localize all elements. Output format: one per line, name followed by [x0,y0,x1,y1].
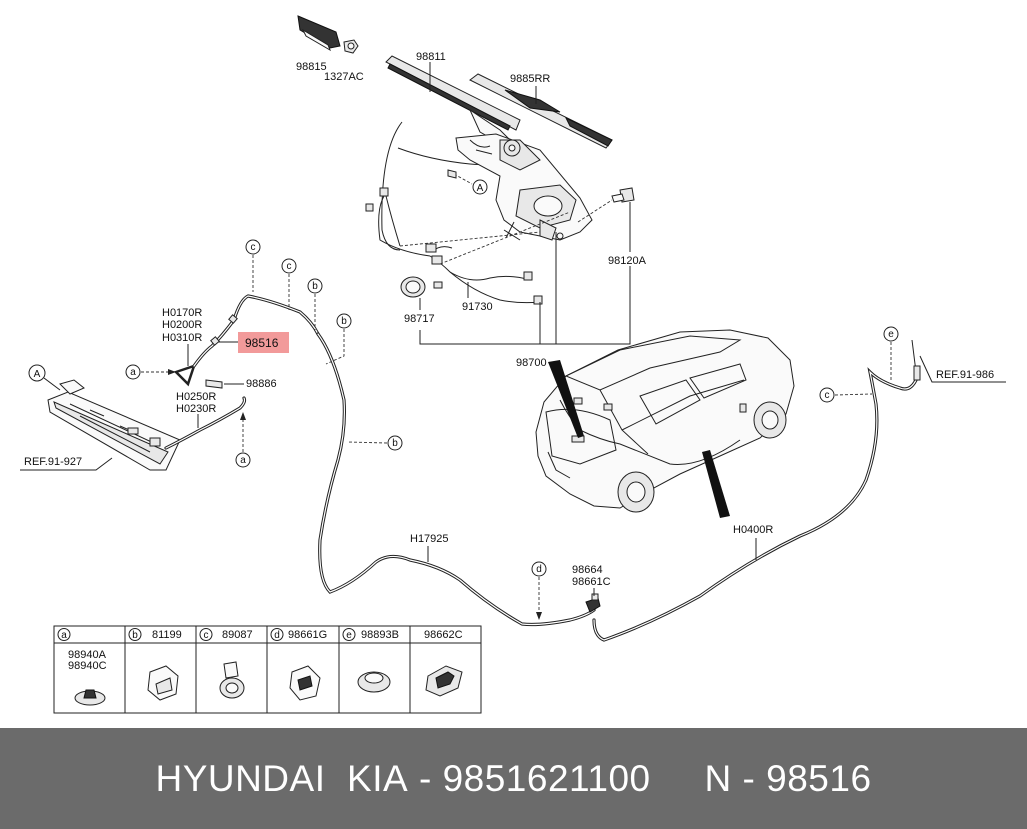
label-98661c: 98661C [572,576,611,588]
footer-brand: HYUNDAI KIA [155,757,409,799]
footer-bar: HYUNDAI KIA - 9851621100 N - 98516 [0,728,1027,829]
label-98700: 98700 [516,357,547,369]
callout-b-3: b [387,435,403,451]
legend-a-code2: 98940C [68,660,107,672]
footer-part-number: 9851621100 [442,757,651,799]
svg-text:c: c [287,261,292,272]
nozzle-98886 [205,379,223,389]
wiper-blade-9885rr [469,73,613,149]
svg-text:e: e [888,329,894,340]
label-h17925: H17925 [410,533,449,545]
callout-b-2: b [336,313,352,329]
svg-text:b: b [312,281,318,292]
label-h0400r: H0400R [733,524,773,536]
legend-c-code: 89087 [222,629,253,641]
label-h0230r: H0230R [176,403,216,415]
hose-h17925 [316,332,596,627]
label-1327ac: 1327AC [324,71,364,83]
legend-e-part [357,671,391,693]
wiper-cap-98815 [297,15,341,52]
label-9885rr: 9885RR [510,73,550,85]
label-h0200r: H0200R [162,319,202,331]
wiring-harness-91730 [365,187,543,305]
legend-a-part [74,689,106,706]
footer-ref-prefix: N [704,757,732,799]
callout-b-1: b [307,278,323,294]
high-mount-stop-lamp [47,379,181,471]
wiper-arm-98811 [385,55,521,147]
label-98815: 98815 [296,61,327,73]
legend-e-code: 98893B [361,629,399,641]
label-98811: 98811 [416,51,446,63]
svg-text:a: a [240,455,246,466]
svg-text:A: A [477,183,484,194]
legend-b-letter: b [128,628,142,641]
legend-e-letter: e [342,628,356,641]
parts-diagram: 98815 1327AC 98811 9885RR A [20,15,1006,714]
callout-A-left: A [28,364,46,382]
hose-h0400r [592,367,918,642]
legend-b-code: 81199 [152,629,182,641]
svg-text:c: c [251,242,256,253]
hose-lower-left [164,396,247,450]
footer-separator-2: - [731,757,767,799]
legend-d-letter: d [270,628,284,641]
callout-a-left: a [125,364,141,380]
callout-c-1: c [245,239,261,255]
label-98120a: 98120A [608,255,647,267]
legend-table: a 98940A 98940C b 81199 c 89087 d [53,625,482,714]
label-ref-right: REF.91-986 [936,369,994,381]
label-h0250r: H0250R [176,391,216,403]
legend-c-letter: c [199,628,213,641]
footer-ref-number: 98516 [766,757,872,799]
callout-A-top: A [472,179,488,195]
hose-upper-left [192,294,320,368]
legend-a-letter: a [57,628,71,641]
legend-f-part [425,665,463,697]
callout-c-2: c [281,258,297,274]
legend-f-code: 98662C [424,629,463,641]
legend-a-code1: 98940A [68,649,107,661]
svg-text:A: A [34,369,41,380]
legend-d-part [289,665,321,701]
callout-c-3: c [819,387,835,403]
connector-98664 [585,593,601,613]
svg-text:c: c [204,630,209,641]
label-h0310r: H0310R [162,332,202,344]
highlight-98516: 98516 [238,332,289,353]
label-98717: 98717 [404,313,435,325]
label-91730: 91730 [462,301,493,313]
svg-text:a: a [61,630,67,641]
legend-d-code: 98661G [288,629,327,641]
svg-text:b: b [341,316,347,327]
callout-a-lower: a [235,452,251,468]
label-ref-left: REF.91-927 [24,456,82,468]
svg-text:d: d [274,630,280,641]
wiper-motor-bracket [455,133,593,241]
label-98886: 98886 [246,378,277,390]
svg-text:d: d [536,564,542,575]
callout-e: e [883,326,899,342]
grommet-98717 [400,276,426,298]
svg-text:b: b [132,630,138,641]
svg-text:b: b [392,438,398,449]
label-98516: 98516 [245,336,279,350]
nut-1327ac [343,39,359,54]
svg-text:a: a [130,367,136,378]
label-h0170r: H0170R [162,307,202,319]
callout-d: d [531,561,547,577]
bolt-98120a [611,187,635,203]
footer-separator-1: - [408,757,443,799]
clip-triangle [173,364,196,387]
legend-b-part [147,665,179,701]
label-98664: 98664 [572,564,603,576]
svg-text:c: c [825,390,830,401]
legend-c-part [219,661,245,699]
svg-text:e: e [346,630,352,641]
